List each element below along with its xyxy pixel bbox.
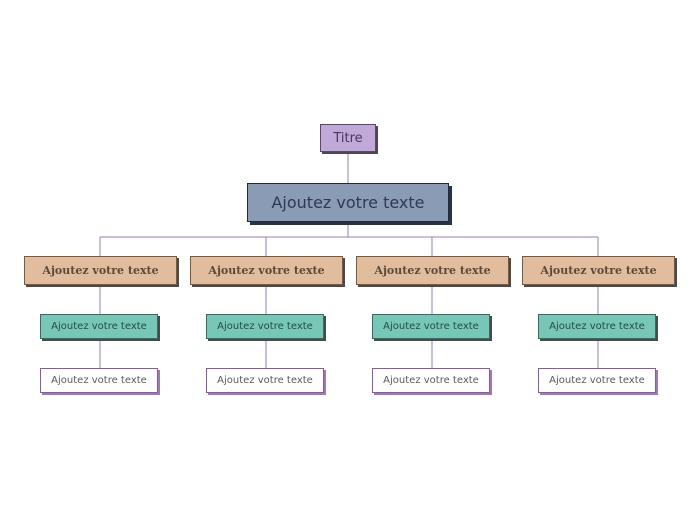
category-node-1[interactable]: Ajoutez votre texte — [24, 256, 177, 285]
subtopic-node-3[interactable]: Ajoutez votre texte — [372, 314, 490, 339]
subtopic-node-2[interactable]: Ajoutez votre texte — [206, 314, 324, 339]
leaf-node-2[interactable]: Ajoutez votre texte — [206, 368, 324, 393]
main-topic-node[interactable]: Ajoutez votre texte — [247, 183, 449, 222]
category-node-3[interactable]: Ajoutez votre texte — [356, 256, 509, 285]
leaf-node-1[interactable]: Ajoutez votre texte — [40, 368, 158, 393]
leaf-node-3[interactable]: Ajoutez votre texte — [372, 368, 490, 393]
subtopic-node-4[interactable]: Ajoutez votre texte — [538, 314, 656, 339]
title-node[interactable]: Titre — [320, 124, 376, 152]
leaf-node-4[interactable]: Ajoutez votre texte — [538, 368, 656, 393]
subtopic-node-1[interactable]: Ajoutez votre texte — [40, 314, 158, 339]
category-node-4[interactable]: Ajoutez votre texte — [522, 256, 675, 285]
category-node-2[interactable]: Ajoutez votre texte — [190, 256, 343, 285]
